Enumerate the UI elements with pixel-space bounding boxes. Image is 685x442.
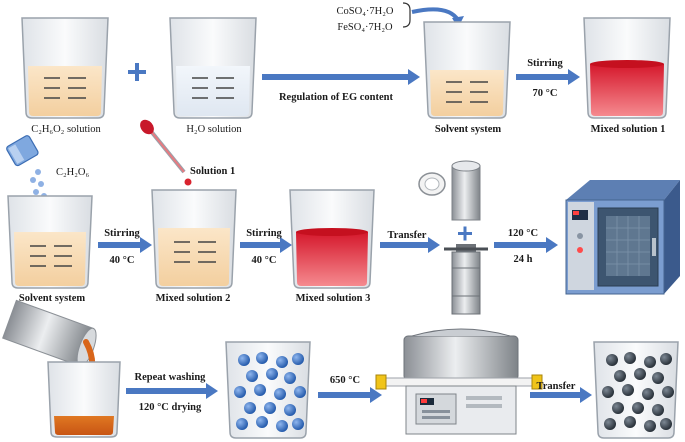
arrow-stirring-40-a-top: Stirring: [104, 228, 140, 239]
dark-particle: [652, 404, 664, 416]
blue-particle: [244, 402, 256, 414]
dark-particle: [660, 418, 672, 430]
oxalic-acid-label: C₂H₂O₆: [56, 167, 89, 178]
salt-feso4-label: FeSO₄·7H₂O: [337, 22, 393, 33]
arrow-stirring-70-top: Stirring: [527, 58, 563, 69]
beaker-solvent-system-2-label: Solvent system: [19, 293, 85, 304]
blue-particle: [264, 402, 276, 414]
arrow-hydrothermal-bottom: 24 h: [514, 254, 533, 265]
arrow-washing-bottom: 120 °C drying: [139, 402, 202, 413]
beaker-water-label: H₂O solution: [186, 124, 242, 135]
beaker-solvent-system-label: Solvent system: [435, 124, 501, 135]
dark-particle: [604, 418, 616, 430]
blue-particle: [256, 352, 268, 364]
beaker-mixed-solution-1: [583, 17, 671, 119]
blue-particle: [276, 420, 288, 432]
blue-particle: [236, 418, 248, 430]
arrow-calcination: [318, 387, 382, 403]
beaker-mixed-solution-2-label: Mixed solution 2: [156, 293, 231, 304]
arrow-stirring-40-b-top: Stirring: [246, 228, 282, 239]
arrow-stirring-40-a-bottom: 40 °C: [110, 255, 135, 266]
dark-particle: [606, 354, 618, 366]
dark-particle: [624, 352, 636, 364]
arrow-hydrothermal: [494, 237, 558, 253]
dropper-label: Solution 1: [190, 166, 235, 177]
dark-particle: [614, 370, 626, 382]
plus-icon: [128, 63, 146, 81]
blue-particle: [292, 353, 304, 365]
arrow-stirring-40-a: [98, 237, 152, 253]
blue-particle: [238, 354, 250, 366]
salt-coso4-label: CoSO₄·7H₂O: [337, 6, 394, 17]
dark-particle: [634, 368, 646, 380]
dark-particle: [642, 388, 654, 400]
beaker-dark-particles: [593, 341, 679, 439]
beaker-water-solution: [169, 17, 257, 119]
arrow-hydrothermal-top: 120 °C: [508, 228, 538, 239]
arrow-stirring-40-b: [240, 237, 292, 253]
arrow-eg-regulation: [262, 69, 420, 85]
blue-particle: [284, 404, 296, 416]
arrow-stirring-70-bottom: 70 °C: [533, 88, 558, 99]
beaker-solvent-system-2: [7, 195, 93, 289]
beaker-solvent-system: [423, 21, 511, 119]
blue-particle: [276, 356, 288, 368]
blue-particle: [266, 368, 278, 380]
dropper-icon: [140, 119, 192, 186]
tube-furnace-icon: [375, 328, 543, 435]
arrow-washing: [126, 383, 218, 399]
arrow-stirring-70: [516, 69, 580, 85]
dark-particle: [644, 356, 656, 368]
blue-particle: [246, 370, 258, 382]
dark-particle: [662, 386, 674, 398]
dark-particle: [612, 402, 624, 414]
blue-particle: [274, 388, 286, 400]
beaker-eg-solution: [21, 17, 109, 119]
dark-particle: [602, 386, 614, 398]
arrow-stirring-40-b-bottom: 40 °C: [252, 255, 277, 266]
beaker-washing: [47, 361, 121, 438]
arrow-transfer-autoclave-top: Transfer: [388, 230, 427, 241]
dark-particle: [652, 372, 664, 384]
blue-particle: [234, 386, 246, 398]
blue-particle: [254, 384, 266, 396]
arrow-transfer-final-top: Transfer: [537, 381, 576, 392]
arrow-transfer-autoclave: [380, 237, 440, 253]
dark-particle: [622, 384, 634, 396]
arrow-calcination-top: 650 °C: [330, 375, 360, 386]
dark-particle: [632, 402, 644, 414]
arrow-washing-top: Repeat washing: [135, 372, 207, 383]
dark-particle: [644, 420, 656, 432]
blue-particle: [256, 416, 268, 428]
beaker-mixed-solution-3: [289, 189, 375, 289]
dark-particle: [624, 416, 636, 428]
beaker-eg-label: C₂H₆O₂ solution: [31, 124, 101, 135]
beaker-mixed-solution-3-label: Mixed solution 3: [296, 293, 371, 304]
arrow-transfer-final: [530, 387, 592, 403]
beaker-mixed-solution-1-label: Mixed solution 1: [591, 124, 666, 135]
arrow-eg-regulation-label: Regulation of EG content: [279, 92, 394, 103]
beaker-mixed-solution-2: [151, 189, 237, 289]
beaker-blue-particles: [225, 341, 311, 439]
blue-particle: [284, 372, 296, 384]
dark-particle: [660, 353, 672, 365]
blue-particle: [292, 418, 304, 430]
autoclave-icon: [418, 160, 488, 315]
salt-brace: [402, 2, 411, 28]
oxalic-acid-vial: [6, 135, 47, 206]
drying-oven-icon: [565, 180, 680, 295]
blue-particle: [294, 386, 306, 398]
